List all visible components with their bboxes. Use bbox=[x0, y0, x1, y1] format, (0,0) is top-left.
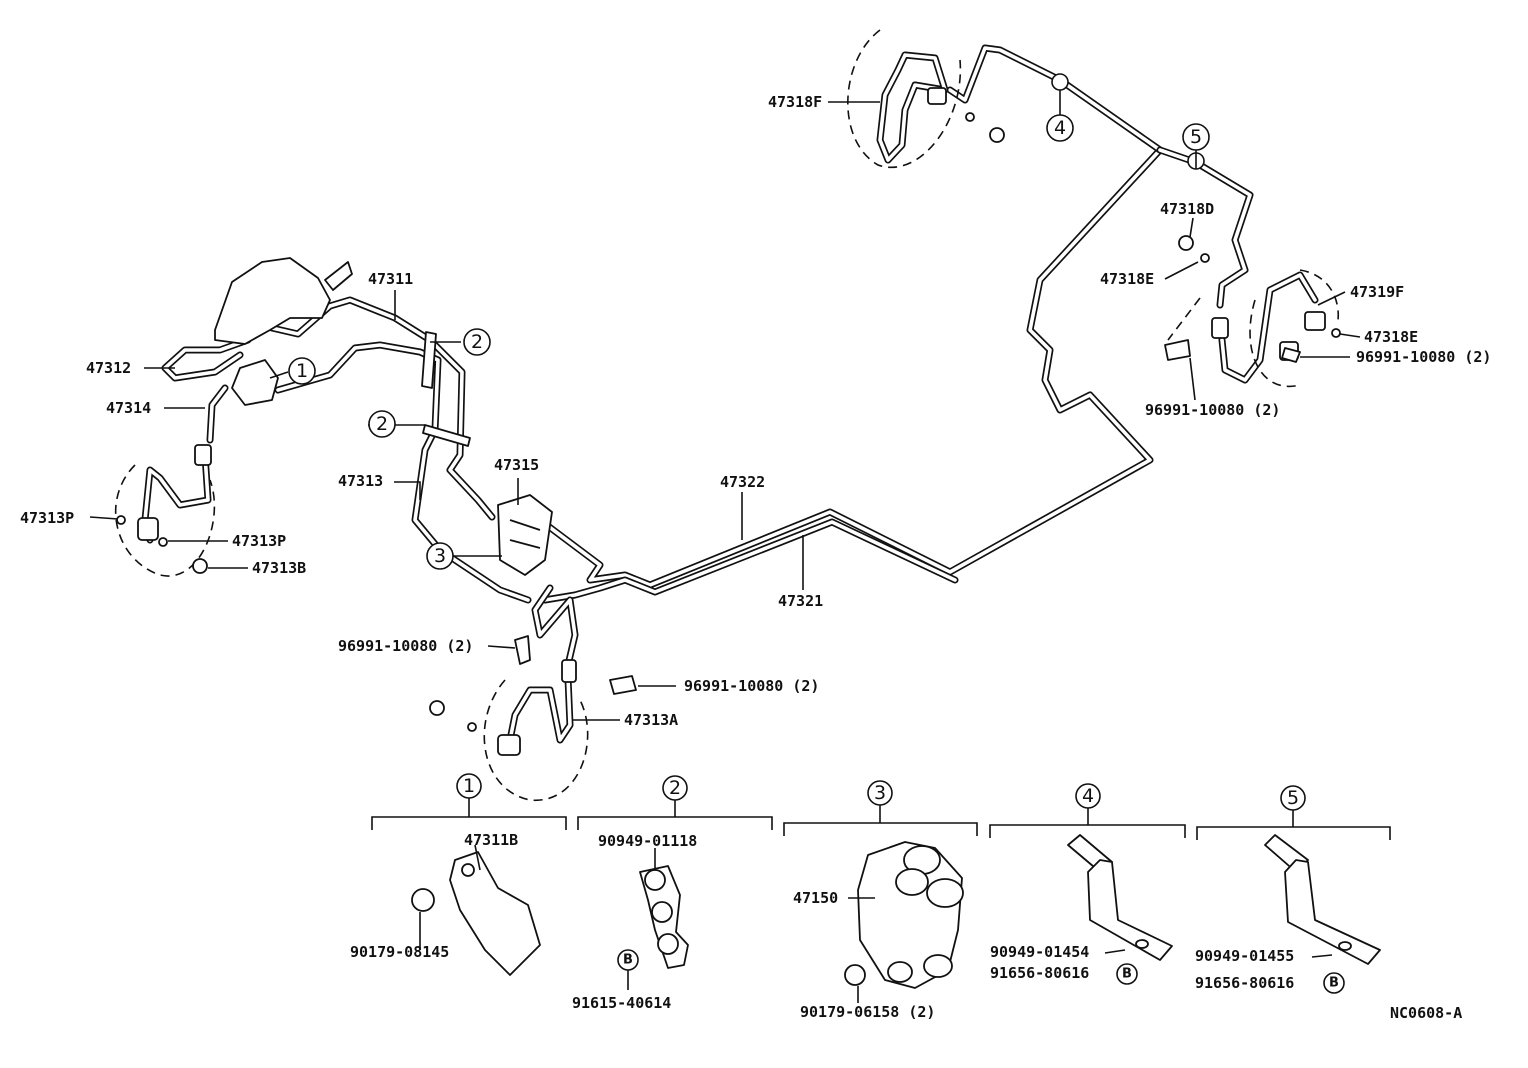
bolt-letter: B bbox=[623, 953, 633, 968]
label-47313b: 47313B bbox=[252, 559, 306, 577]
label-47314: 47314 bbox=[106, 399, 151, 417]
wheel-brake-front-left bbox=[114, 444, 216, 577]
wheel-brake-rear-right bbox=[1211, 269, 1340, 388]
callout-number: 5 bbox=[1190, 126, 1202, 148]
label-47315: 47315 bbox=[494, 456, 539, 474]
label-91656-80616-a: 91656-80616 bbox=[990, 964, 1089, 982]
callout-2-lower: 2 bbox=[368, 410, 396, 438]
label-90949-01455: 90949-01455 bbox=[1195, 947, 1294, 965]
detail-number: 3 bbox=[874, 782, 886, 804]
callout-4-main: 4 bbox=[1046, 114, 1074, 142]
detail-number: 5 bbox=[1287, 787, 1299, 809]
label-clip-right-lower: 96991-10080 (2) bbox=[1145, 401, 1280, 419]
label-47318e-upper: 47318E bbox=[1100, 270, 1154, 288]
label-47322: 47322 bbox=[720, 473, 765, 491]
detail-number: 2 bbox=[669, 777, 681, 799]
label-47319f: 47319F bbox=[1350, 283, 1404, 301]
callout-number: 1 bbox=[296, 360, 308, 382]
detail-4: 4 B 90949-01454 91656-80616 bbox=[989, 783, 1186, 985]
brake-pipes bbox=[141, 44, 1319, 744]
label-47311b: 47311B bbox=[464, 831, 518, 849]
callout-number: 3 bbox=[434, 545, 446, 567]
label-clip-center: 96991-10080 (2) bbox=[684, 677, 819, 695]
proportioning-valve bbox=[497, 494, 553, 576]
master-cylinder bbox=[214, 257, 353, 406]
label-47318f: 47318F bbox=[768, 93, 822, 111]
label-90179-06158: 90179-06158 (2) bbox=[800, 1003, 935, 1021]
label-47321: 47321 bbox=[778, 592, 823, 610]
label-90179-08145: 90179-08145 bbox=[350, 943, 449, 961]
detail-number: 1 bbox=[463, 775, 475, 797]
junction-4 bbox=[1051, 73, 1069, 91]
callout-number: 2 bbox=[471, 331, 483, 353]
wheel-brake-rear-left bbox=[847, 29, 962, 168]
callout-3-main: 3 bbox=[426, 542, 454, 570]
label-47313a: 47313A bbox=[624, 711, 678, 729]
callout-number: 2 bbox=[376, 413, 388, 435]
label-clip-left: 96991-10080 (2) bbox=[338, 637, 473, 655]
label-47312: 47312 bbox=[86, 359, 131, 377]
bolt-letter: B bbox=[1329, 976, 1339, 991]
label-47313p-right: 47313P bbox=[232, 532, 286, 550]
small-fittings bbox=[116, 112, 1341, 732]
callout-1-main: 1 bbox=[288, 357, 316, 385]
label-90949-01454: 90949-01454 bbox=[990, 943, 1089, 961]
label-91615-40614: 91615-40614 bbox=[572, 994, 671, 1012]
detail-1: 1 47311B 90179-08145 bbox=[350, 773, 567, 976]
diagram-code: NC0608-A bbox=[1390, 1004, 1462, 1022]
pipe-clamps bbox=[421, 331, 471, 447]
wheel-brake-front-right bbox=[483, 659, 589, 801]
bolt-letter: B bbox=[1122, 967, 1132, 982]
callout-number: 4 bbox=[1054, 117, 1066, 139]
label-47311: 47311 bbox=[368, 270, 413, 288]
label-47313p-left: 47313P bbox=[20, 509, 74, 527]
label-47318e-lower: 47318E bbox=[1364, 328, 1418, 346]
detail-2: 2 B 90949-01118 91615-40614 bbox=[572, 775, 773, 1012]
callout-2-upper: 2 bbox=[463, 328, 491, 356]
label-47150: 47150 bbox=[793, 889, 838, 907]
part-labels: 47311 47312 47314 47313 47313P 47313P 47… bbox=[20, 93, 1491, 729]
leader-lines bbox=[89, 90, 1361, 721]
detail-3: 3 47150 90179-06158 (2) bbox=[783, 780, 978, 1021]
label-clip-right-upper: 96991-10080 (2) bbox=[1356, 348, 1491, 366]
label-91656-80616-b: 91656-80616 bbox=[1195, 974, 1294, 992]
detail-5: 5 B 90949-01455 91656-80616 bbox=[1195, 785, 1391, 994]
label-47313: 47313 bbox=[338, 472, 383, 490]
callout-5-main: 5 bbox=[1182, 123, 1210, 151]
label-47318d: 47318D bbox=[1160, 200, 1214, 218]
label-90949-01118: 90949-01118 bbox=[598, 832, 697, 850]
detail-number: 4 bbox=[1082, 785, 1094, 807]
